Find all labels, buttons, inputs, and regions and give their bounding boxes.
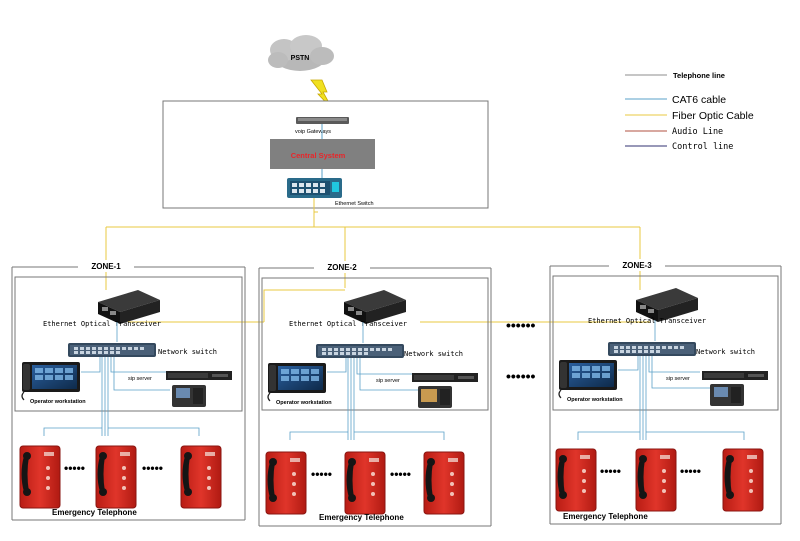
central-system-label: Central System bbox=[291, 151, 346, 160]
central-system-band bbox=[270, 139, 375, 169]
operator-workstation-label: Operator workstation bbox=[30, 399, 86, 405]
emergency-telephone-icon bbox=[180, 445, 222, 509]
emergency-telephone-label: Emergency Telephone bbox=[52, 508, 137, 517]
svg-text:•••••: ••••• bbox=[142, 461, 163, 475]
sip-server-label: sip server bbox=[376, 378, 400, 384]
emergency-telephone-icon bbox=[19, 445, 61, 509]
zone-2: ZONE-2 Ethernet Optical Transceiver Netw… bbox=[258, 261, 492, 527]
svg-text:•••••: ••••• bbox=[64, 461, 85, 475]
zone-2-title: ZONE-2 bbox=[327, 263, 357, 272]
emergency-telephone-icon bbox=[344, 451, 386, 515]
emergency-telephone-icon bbox=[265, 451, 307, 515]
fiber-trunk bbox=[105, 198, 650, 323]
emergency-telephone-icon bbox=[635, 448, 677, 512]
ethernet-switch-label: Ethernet Switch bbox=[335, 201, 374, 207]
continuation-dots: •••••• bbox=[506, 317, 536, 333]
network-switch-label: Network switch bbox=[404, 350, 463, 358]
network-switch-label: Network switch bbox=[158, 348, 217, 356]
ip-phone-icon bbox=[418, 386, 452, 408]
continuation-dots: •••••• bbox=[506, 368, 536, 384]
emergency-telephone-label: Emergency Telephone bbox=[563, 512, 648, 521]
emergency-telephone-icon bbox=[555, 448, 597, 512]
svg-text:•••••: ••••• bbox=[600, 464, 621, 478]
emergency-telephone-icon bbox=[95, 445, 137, 509]
transceiver-label: Ethernet Optical Transceiver bbox=[43, 320, 161, 328]
svg-text:•••••: ••••• bbox=[311, 467, 332, 481]
legend-fiber: Fiber Optic Cable bbox=[672, 110, 754, 122]
zone-3-title: ZONE-3 bbox=[622, 261, 652, 270]
operator-workstation-label: Operator workstation bbox=[276, 400, 332, 406]
ip-phone-icon bbox=[172, 385, 206, 407]
sip-server-label: sip server bbox=[666, 376, 690, 382]
operator-workstation-label: Operator workstation bbox=[567, 397, 623, 403]
emergency-telephone-icon bbox=[722, 448, 764, 512]
legend-audio: Audio Line bbox=[672, 127, 723, 137]
legend-control: Control line bbox=[672, 142, 733, 152]
pstn-label: PSTN bbox=[291, 55, 310, 62]
voip-gateway-icon bbox=[296, 117, 349, 124]
legend-cat6: CAT6 cable bbox=[672, 94, 726, 106]
zone-3: ZONE-3 Ethernet Optical Transceiver Netw… bbox=[549, 259, 782, 525]
emergency-telephone-icon bbox=[423, 451, 465, 515]
legend-telephone-line: Telephone line bbox=[673, 71, 725, 80]
transceiver-label: Ethernet Optical Transceiver bbox=[588, 317, 706, 325]
zone-1: ZONE-1 Ethernet Optical Transceiver Netw… bbox=[11, 260, 246, 521]
network-switch-label: Network switch bbox=[696, 348, 755, 356]
sip-server-label: sip server bbox=[128, 376, 152, 382]
pstn-cloud-icon bbox=[268, 35, 334, 71]
transceiver-label: Ethernet Optical Transceiver bbox=[289, 320, 407, 328]
voip-gateway-label: voip Gateways bbox=[295, 129, 331, 135]
emergency-telephone-label: Emergency Telephone bbox=[319, 513, 404, 522]
zone-1-title: ZONE-1 bbox=[91, 262, 121, 271]
svg-text:•••••: ••••• bbox=[390, 467, 411, 481]
legend: Telephone line CAT6 cable Fiber Optic Ca… bbox=[625, 71, 754, 152]
ethernet-switch-icon bbox=[287, 178, 342, 198]
ip-phone-icon bbox=[710, 384, 744, 406]
svg-text:•••••: ••••• bbox=[680, 464, 701, 478]
